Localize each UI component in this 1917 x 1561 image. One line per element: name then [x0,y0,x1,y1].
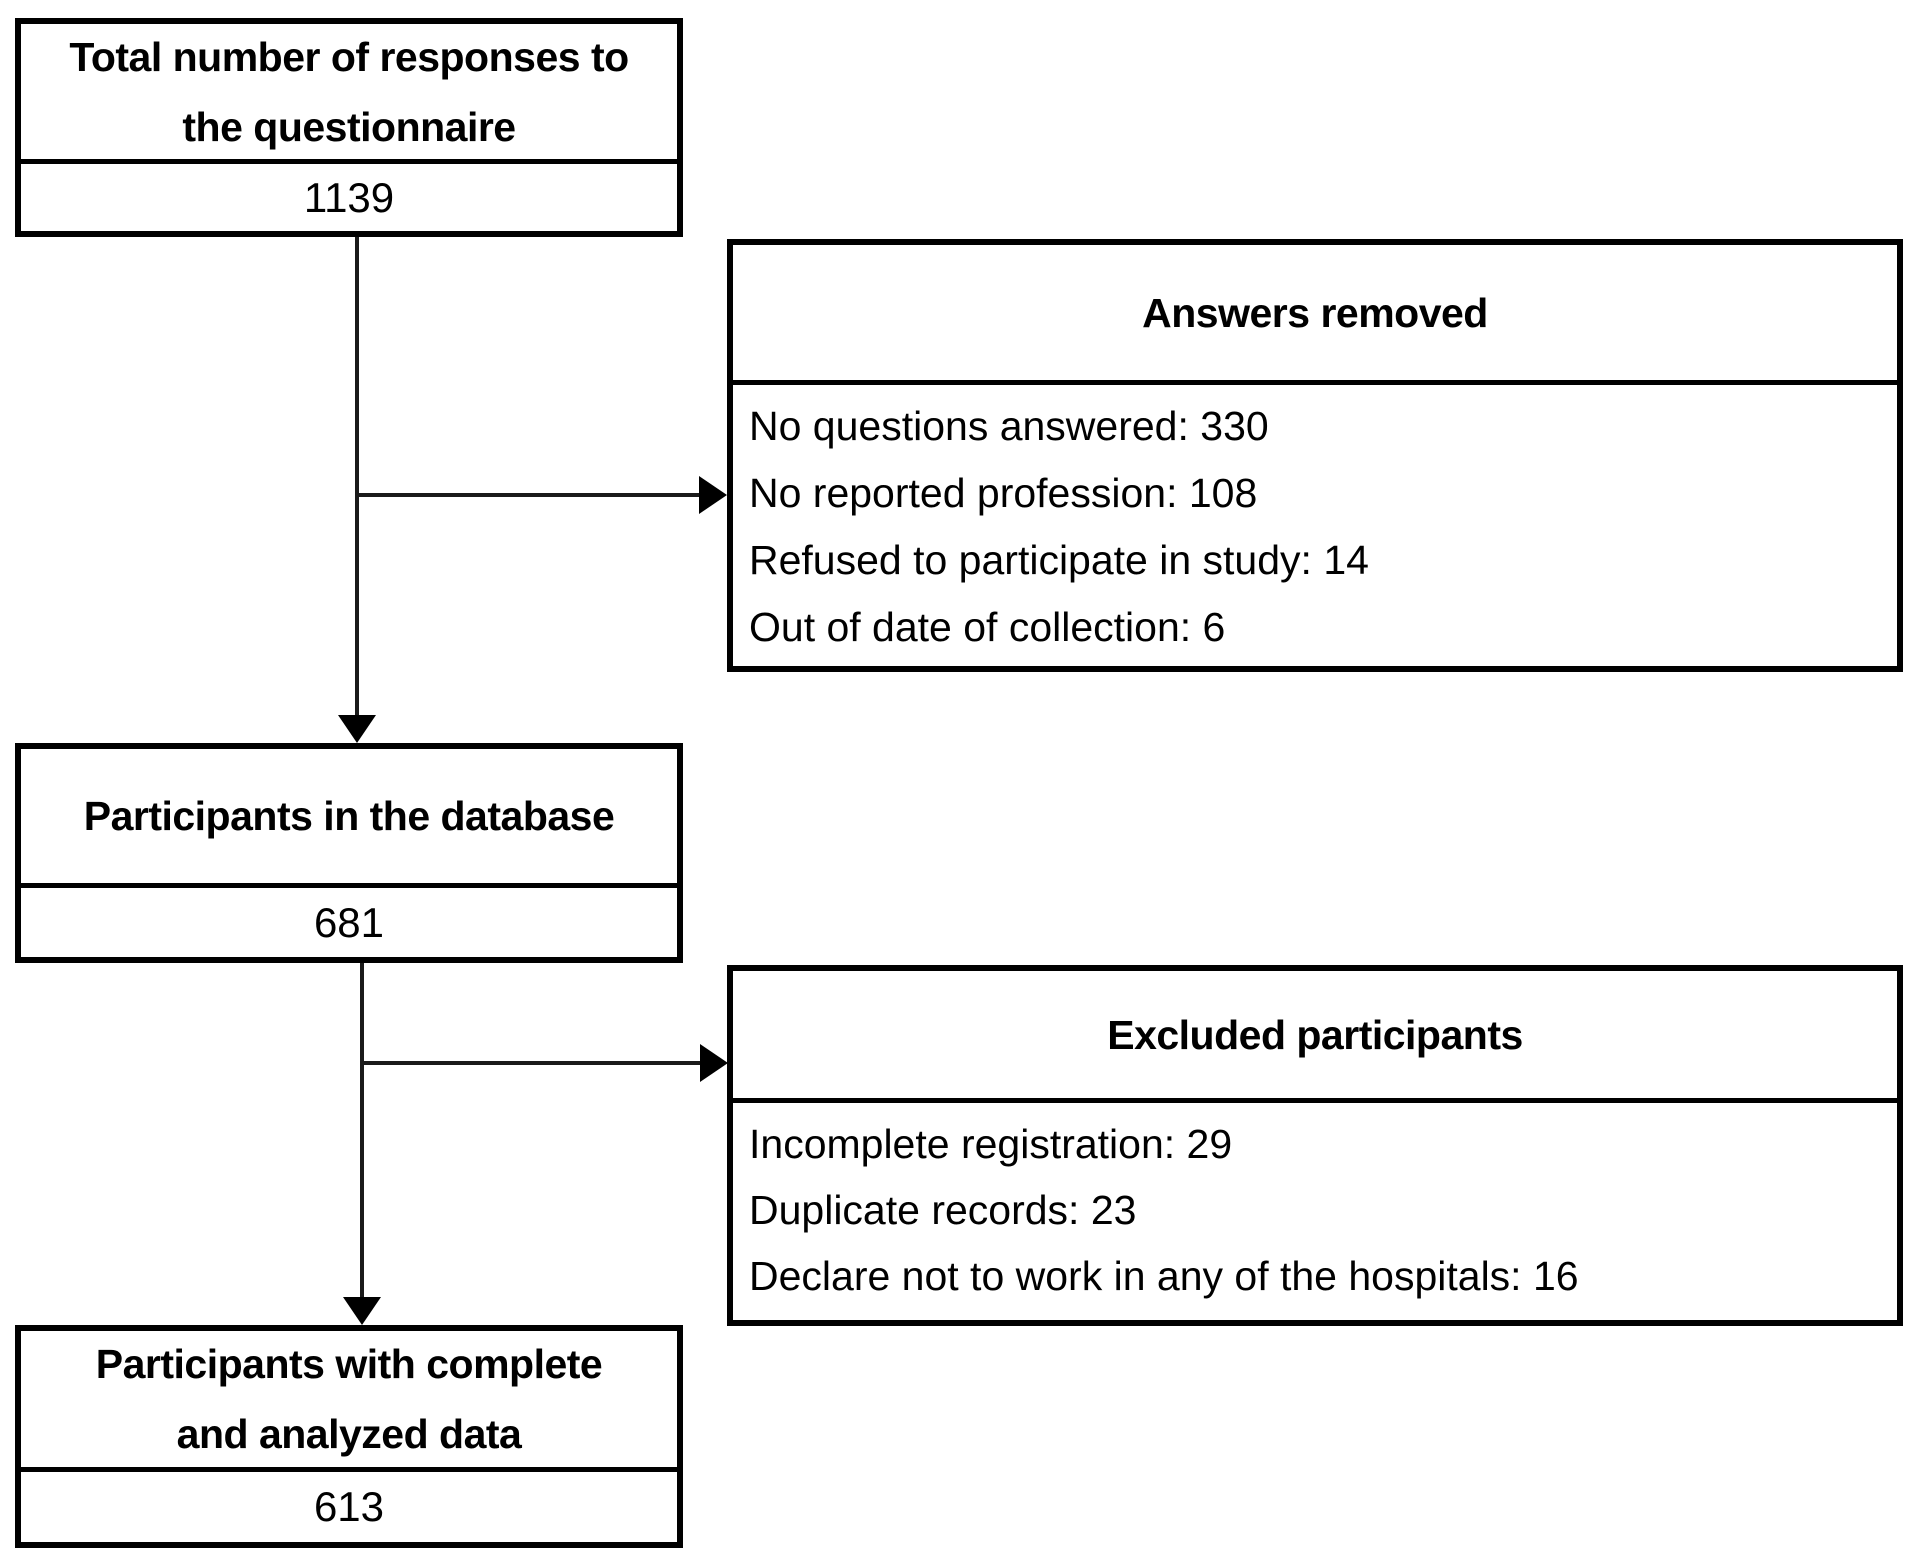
answers-removed-item: Out of date of collection: 6 [749,604,1226,650]
connector-branch-to-answers-removed-line [355,493,699,497]
excluded-participants-item: Duplicate records: 23 [749,1187,1137,1233]
arrowhead-right-to-answers-removed-icon [699,476,727,514]
total-responses-box: Total number of responses to the questio… [15,18,683,237]
answers-removed-list: No questions answered: 330 No reported p… [733,385,1897,666]
excluded-participants-box: Excluded participants Incomplete registr… [727,965,1903,1326]
arrowhead-down-to-final-icon [343,1297,381,1325]
answers-removed-item: Refused to participate in study: 14 [749,537,1369,583]
arrowhead-down-to-database-icon [338,715,376,743]
total-responses-value: 1139 [303,173,395,221]
total-responses-title-line1: Total number of responses to [69,33,629,80]
answers-removed-item: No questions answered: 330 [749,403,1269,449]
answers-removed-title-text: Answers removed [1142,289,1488,336]
answers-removed-title: Answers removed [733,245,1897,385]
final-participants-value: 613 [313,1483,385,1530]
answers-removed-box: Answers removed No questions answered: 3… [727,239,1903,672]
excluded-participants-title: Excluded participants [733,971,1897,1103]
total-responses-title-line2: the questionnaire [182,103,516,150]
connector-database-to-final-line [360,963,364,1297]
final-participants-title-line2: and analyzed data [176,1411,522,1457]
final-participants-box: Participants with complete and analyzed … [15,1325,683,1548]
connector-total-to-database-line [355,237,359,716]
participants-database-title-text: Participants in the database [83,793,615,839]
excluded-participants-list: Incomplete registration: 29 Duplicate re… [733,1103,1897,1320]
connector-branch-to-excluded-line [360,1061,700,1065]
participants-database-title: Participants in the database [21,749,677,888]
final-participants-title: Participants with complete and analyzed … [21,1331,677,1472]
participants-database-value: 681 [313,898,385,946]
excluded-participants-title-text: Excluded participants [1107,1011,1523,1058]
final-participants-title-line1: Participants with complete [95,1341,603,1387]
arrowhead-right-to-excluded-icon [700,1044,728,1082]
excluded-participants-item: Incomplete registration: 29 [749,1121,1233,1167]
participants-database-box: Participants in the database 681 [15,743,683,963]
answers-removed-item: No reported profession: 108 [749,470,1258,516]
total-responses-title: Total number of responses to the questio… [21,24,677,164]
excluded-participants-item: Declare not to work in any of the hospit… [749,1253,1579,1299]
